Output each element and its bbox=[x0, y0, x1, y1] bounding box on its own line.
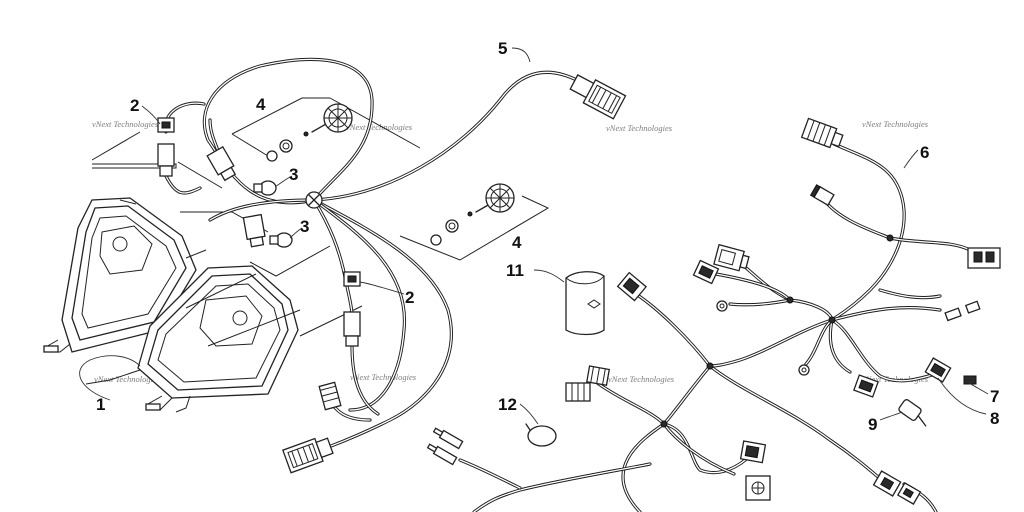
connector-6 bbox=[800, 117, 844, 149]
plug-a bbox=[432, 427, 464, 450]
callout-1: 1 bbox=[96, 395, 105, 414]
bulb-3-lower bbox=[269, 232, 293, 248]
plug-b bbox=[426, 443, 458, 466]
connector-i bbox=[872, 470, 902, 497]
connector-e bbox=[586, 365, 611, 387]
harness-junction bbox=[828, 316, 836, 324]
connector-bottom-left bbox=[282, 437, 334, 474]
bulb-socket-mid bbox=[206, 145, 237, 182]
connector-g bbox=[739, 440, 767, 464]
connector-7-8 bbox=[924, 357, 952, 383]
callout-4-lower: 4 bbox=[512, 233, 522, 252]
main-harness bbox=[426, 117, 1001, 512]
fuse-7 bbox=[963, 375, 977, 385]
connector-f bbox=[565, 382, 591, 402]
connector-l bbox=[853, 374, 879, 398]
connector-h bbox=[745, 475, 771, 501]
connector-d bbox=[616, 271, 648, 302]
callout-5: 5 bbox=[498, 39, 507, 58]
connector-b bbox=[713, 243, 750, 272]
callout-9: 9 bbox=[868, 415, 877, 434]
callout-3-lower: 3 bbox=[300, 217, 309, 236]
relay-9 bbox=[898, 399, 927, 427]
callout-leaders bbox=[79, 47, 989, 425]
callout-12: 12 bbox=[498, 395, 517, 414]
connector-5 bbox=[569, 74, 627, 120]
connector-small-a bbox=[809, 184, 835, 207]
callout-2-lower: 2 bbox=[405, 288, 414, 307]
harness-junction bbox=[305, 191, 323, 209]
adjuster-4-upper bbox=[266, 103, 353, 162]
callout-11: 11 bbox=[506, 261, 524, 280]
bulb-3-upper bbox=[253, 180, 277, 196]
callout-labels: 1 2 2 3 3 4 4 5 6 7 8 9 11 12 bbox=[96, 39, 999, 434]
sleeve-11 bbox=[565, 271, 605, 336]
callout-4-upper: 4 bbox=[256, 95, 266, 114]
callout-8: 8 bbox=[990, 409, 999, 428]
headlight-harness bbox=[157, 57, 627, 474]
watermark: vNext Technologies bbox=[94, 374, 161, 384]
connector-small bbox=[318, 381, 342, 411]
harness-junction bbox=[706, 362, 714, 370]
clamp-12 bbox=[525, 423, 557, 447]
watermark: vNext Technologies bbox=[350, 372, 417, 382]
bulb-socket-upper bbox=[157, 143, 175, 177]
socket-2-lower bbox=[343, 271, 361, 287]
bulb-socket-lower bbox=[242, 213, 266, 248]
spade-terminals bbox=[944, 300, 981, 322]
watermark: vNext Technologies bbox=[346, 122, 413, 132]
headlight-right bbox=[85, 265, 299, 413]
callout-2-upper: 2 bbox=[130, 96, 139, 115]
harness-junction bbox=[886, 234, 894, 242]
connector-j bbox=[896, 482, 922, 505]
callout-7: 7 bbox=[990, 387, 999, 406]
watermark: vNext Technologies bbox=[92, 119, 159, 129]
adjuster-4-lower bbox=[430, 183, 515, 246]
callout-3-upper: 3 bbox=[289, 165, 298, 184]
connector-k bbox=[967, 247, 1001, 269]
watermark: vNext Technologies bbox=[608, 374, 675, 384]
watermark: vNext Technologies bbox=[606, 123, 673, 133]
watermark: vNext Technologies bbox=[862, 119, 929, 129]
socket-2-upper bbox=[157, 117, 175, 133]
bulb-socket-2-lower bbox=[343, 311, 361, 347]
connector-c bbox=[692, 259, 720, 285]
ring-terminal-a bbox=[716, 300, 728, 312]
harness-junction bbox=[786, 296, 794, 304]
ring-terminal-b bbox=[798, 364, 810, 376]
callout-6: 6 bbox=[920, 143, 929, 162]
harness-junction bbox=[660, 420, 668, 428]
